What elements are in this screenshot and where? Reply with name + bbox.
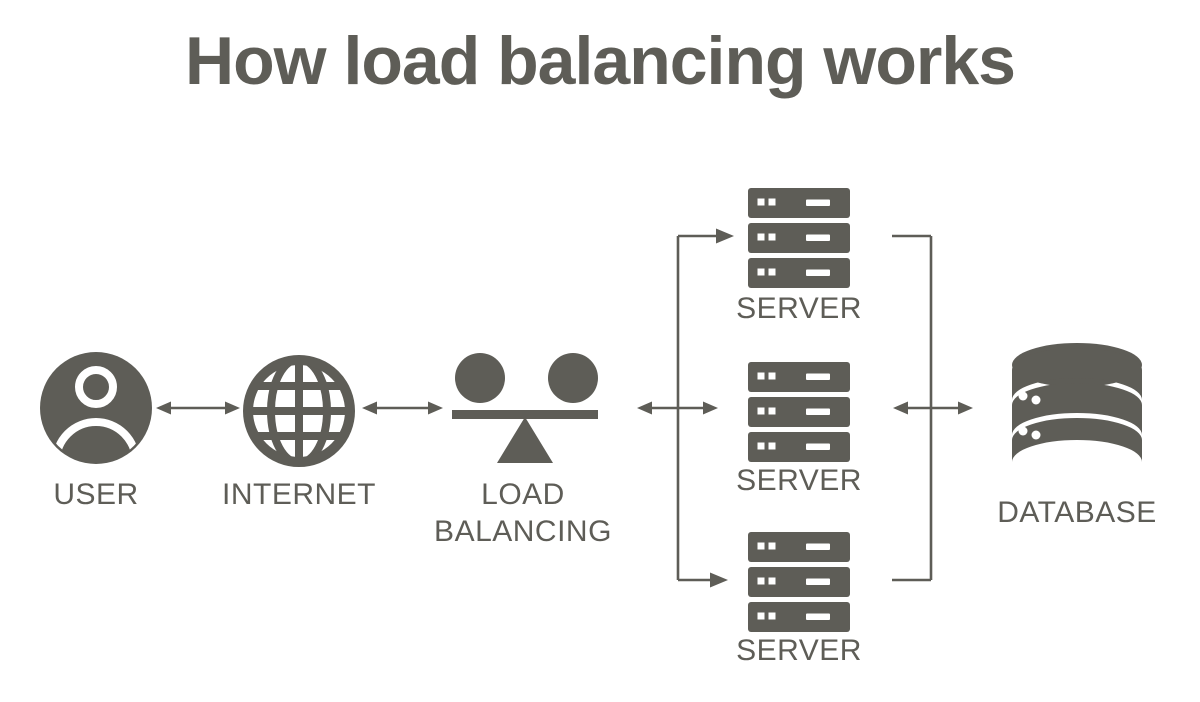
branch-left [676, 228, 734, 588]
user-label: USER [53, 478, 139, 511]
server-rack-icon-middle [748, 362, 850, 462]
database-icon [1012, 343, 1142, 475]
balance-scale-icon [452, 353, 598, 463]
connectors [156, 228, 973, 588]
server-rack-icon-bottom [748, 532, 850, 632]
branch-left-top-arrowhead [716, 228, 734, 244]
database-label: DATABASE [997, 496, 1157, 529]
globe-icon [243, 355, 355, 467]
arrow-internet-loadbalancer [362, 401, 443, 415]
arrow-servers-database [893, 401, 973, 415]
server-label-middle: SERVER [736, 464, 862, 497]
server-label-bottom: SERVER [736, 634, 862, 667]
page-title: How load balancing works [185, 23, 1016, 99]
server-label-top: SERVER [736, 292, 862, 325]
load-balancing-label-line2: BALANCING [434, 515, 612, 548]
branch-left-bottom-arrowhead [710, 572, 728, 588]
load-balancing-label-line1: LOAD [481, 478, 565, 511]
server-rack-icon-top [748, 188, 850, 288]
arrow-user-internet [156, 401, 240, 415]
internet-label: INTERNET [222, 478, 376, 511]
branch-right [892, 234, 933, 582]
person-circle-icon [40, 352, 152, 464]
load-balancing-label: LOAD BALANCING [434, 476, 612, 550]
